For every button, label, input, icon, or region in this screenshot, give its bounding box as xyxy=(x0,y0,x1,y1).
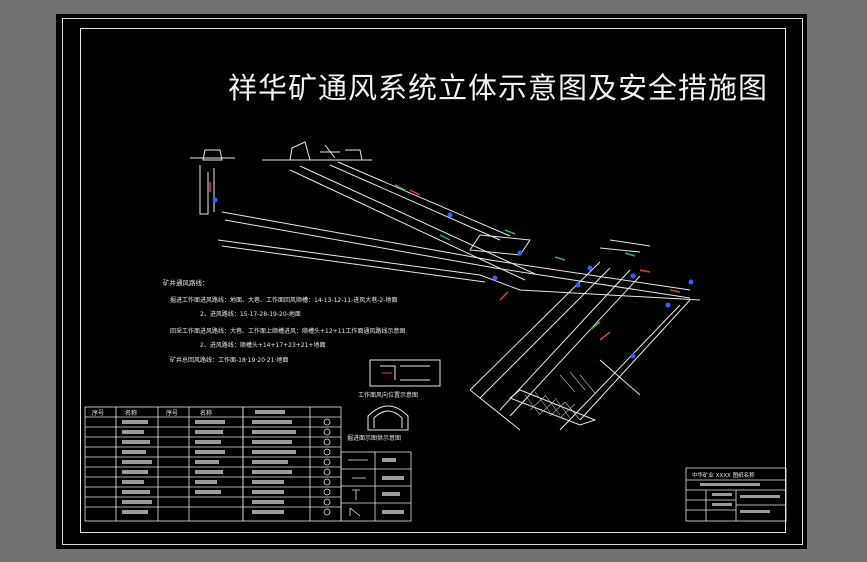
symbol-text xyxy=(252,410,404,514)
legend-header-no2: 序号 xyxy=(166,409,178,417)
fresh-air-arrows xyxy=(394,184,636,331)
return-air-arrows xyxy=(209,182,681,341)
notes-line-3: 回采工作面进风路线：大巷、工作面上顺槽进风：顺槽头+12+11工作面通风路线示意… xyxy=(170,327,405,335)
legend-header-name2: 名称 xyxy=(200,409,212,417)
shaft-left xyxy=(199,165,209,215)
face-inset xyxy=(369,359,441,387)
ground-surface xyxy=(190,157,372,161)
branch-2 xyxy=(499,269,641,417)
notes-line-2: 2、进风路线：15-17-28-19-20-地面 xyxy=(200,310,301,318)
face-inset-caption: 工作面风向位置示意图 xyxy=(358,391,418,399)
notes-heading: 矿井通风路线： xyxy=(163,278,209,287)
tunnel-inset xyxy=(367,405,409,431)
incline-main xyxy=(289,165,536,281)
outer-frame xyxy=(62,18,803,545)
notes-line-5: 矿井总回风路线：工作面-18·19·20·21·地面 xyxy=(170,356,288,364)
title-block xyxy=(685,467,787,522)
drawing-viewport[interactable] xyxy=(56,14,807,549)
legend-headers: 序号 名称 序号 名称 xyxy=(92,409,212,417)
title-block-text xyxy=(700,483,780,513)
inner-frame xyxy=(80,28,786,533)
incline-second xyxy=(329,161,511,241)
legend-header-no1: 序号 xyxy=(92,409,104,417)
main-haulage xyxy=(221,211,691,291)
symbol-icons xyxy=(323,418,368,517)
legend-row-text xyxy=(122,420,225,514)
notes-line-1: 掘进工作面进风路线：地面、大巷、工作面回风顺槽：14-13-12-11-进风大巷… xyxy=(170,296,397,304)
symbol-table xyxy=(242,406,412,522)
ventilation-notes: 矿井通风路线： 掘进工作面进风路线：地面、大巷、工作面回风顺槽：14-13-12… xyxy=(163,278,405,364)
drawing-title: 祥华矿通风系统立体示意图及安全措施图 xyxy=(228,71,769,105)
notes-line-4: 2、进风路线：顺槽头+14+17+23+21+地面 xyxy=(200,341,326,349)
title-block-label: 中华矿业 XXXX 图纸名称 xyxy=(692,471,755,479)
surface-buildings xyxy=(202,141,363,161)
legend-header-name1: 名称 xyxy=(125,409,137,417)
legend-table xyxy=(84,406,244,522)
tunnel-inset-caption: 掘进面示图供示意图 xyxy=(347,434,401,442)
blue-markers xyxy=(212,197,694,359)
goaf-area xyxy=(509,389,597,426)
goaf-hatch xyxy=(524,371,596,421)
mine-tunnels xyxy=(190,157,701,431)
